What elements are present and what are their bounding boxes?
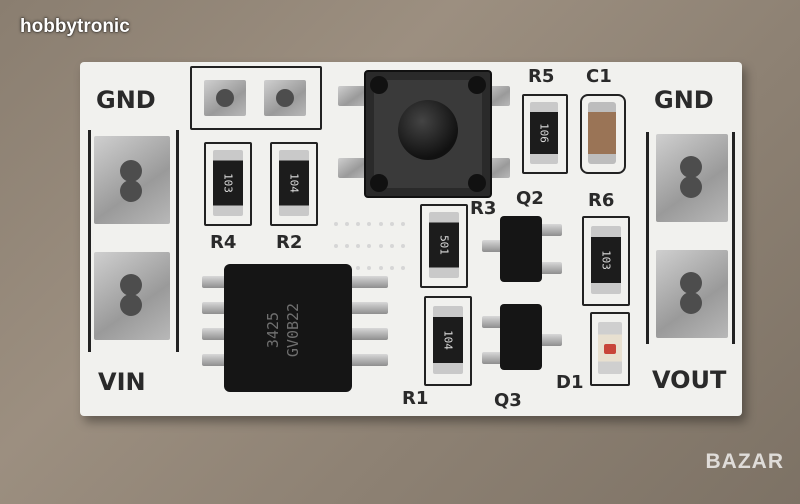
label-r6: R6 bbox=[588, 190, 615, 211]
hole bbox=[680, 176, 702, 198]
resistor-r5: 106 bbox=[530, 102, 558, 164]
hole bbox=[216, 89, 234, 107]
ic-pin bbox=[202, 354, 228, 366]
r6-outline: 103 bbox=[582, 216, 630, 306]
led-die bbox=[604, 344, 616, 354]
r4-outline: 103 bbox=[204, 142, 252, 226]
resistor-r3: 501 bbox=[429, 212, 459, 278]
jumper-outline bbox=[190, 66, 322, 130]
ic-sop8: 3425 GV0B22 bbox=[224, 264, 352, 392]
silk-bracket-right bbox=[646, 132, 649, 344]
resistor-r1: 104 bbox=[433, 306, 463, 374]
r1-outline: 104 bbox=[424, 296, 472, 386]
hole bbox=[120, 274, 142, 296]
pad-vin bbox=[94, 252, 170, 340]
switch-leg bbox=[338, 158, 366, 178]
pad-gnd-out bbox=[656, 134, 728, 222]
ic-pin bbox=[202, 302, 228, 314]
label-vout: VOUT bbox=[652, 366, 727, 394]
label-gnd-left: GND bbox=[96, 86, 156, 114]
label-c1: C1 bbox=[586, 66, 612, 87]
resistor-r4: 103 bbox=[213, 150, 243, 216]
ic-pin bbox=[202, 328, 228, 340]
pad-gnd-in bbox=[94, 136, 170, 224]
switch-peg bbox=[468, 174, 486, 192]
c1-outline bbox=[580, 94, 626, 174]
ic-pin bbox=[348, 302, 388, 314]
q2-leg bbox=[538, 224, 562, 236]
r5-outline: 106 bbox=[522, 94, 568, 174]
label-r2: R2 bbox=[276, 232, 303, 253]
ic-pin bbox=[348, 328, 388, 340]
resistor-r6: 103 bbox=[591, 226, 621, 294]
ic-marking: 3425 GV0B22 bbox=[264, 302, 302, 358]
r1-code: 104 bbox=[441, 330, 455, 350]
r3-code: 501 bbox=[437, 235, 451, 255]
r4-code: 103 bbox=[221, 173, 235, 193]
label-r4: R4 bbox=[210, 232, 237, 253]
silk-bracket-right-inner bbox=[732, 132, 735, 344]
r6-code: 103 bbox=[599, 250, 613, 270]
capacitor-c1 bbox=[588, 102, 616, 164]
transistor-q3 bbox=[500, 304, 542, 370]
switch-button[interactable] bbox=[398, 100, 458, 160]
label-vin: VIN bbox=[98, 368, 146, 396]
resistor-r2: 104 bbox=[279, 150, 309, 216]
hole bbox=[120, 294, 142, 316]
switch-peg bbox=[370, 174, 388, 192]
hole bbox=[680, 272, 702, 294]
switch-peg bbox=[370, 76, 388, 94]
hole bbox=[120, 160, 142, 182]
ic-pin bbox=[348, 276, 388, 288]
silk-bracket-left bbox=[88, 130, 91, 352]
watermark-bazar: BAZAR bbox=[705, 450, 784, 473]
led-d1 bbox=[598, 322, 622, 374]
label-r5: R5 bbox=[528, 66, 555, 87]
label-q3: Q3 bbox=[494, 390, 522, 411]
label-q2: Q2 bbox=[516, 188, 544, 209]
tactile-switch[interactable] bbox=[364, 70, 492, 198]
q3-leg bbox=[538, 334, 562, 346]
q2-leg bbox=[538, 262, 562, 274]
r2-outline: 104 bbox=[270, 142, 318, 226]
d1-outline bbox=[590, 312, 630, 386]
label-r1: R1 bbox=[402, 388, 429, 409]
label-gnd-right: GND bbox=[654, 86, 714, 114]
switch-leg bbox=[338, 86, 366, 106]
jumper-pad-left bbox=[204, 80, 246, 116]
jumper-pad-right bbox=[264, 80, 306, 116]
pad-vout bbox=[656, 250, 728, 338]
label-r3: R3 bbox=[470, 198, 497, 219]
r2-code: 104 bbox=[287, 173, 301, 193]
hole bbox=[680, 156, 702, 178]
pcb-board: GND VIN GND VOUT 103 R4 104 bbox=[80, 62, 742, 416]
hole bbox=[276, 89, 294, 107]
r5-code: 106 bbox=[537, 123, 551, 143]
hole bbox=[680, 292, 702, 314]
switch-peg bbox=[468, 76, 486, 94]
hole bbox=[120, 180, 142, 202]
r3-outline: 501 bbox=[420, 204, 468, 288]
ic-pin bbox=[202, 276, 228, 288]
silk-bracket-left-inner bbox=[176, 130, 179, 352]
watermark-hobbytronic: hobbytronic bbox=[20, 16, 130, 37]
ic-pin bbox=[348, 354, 388, 366]
transistor-q2 bbox=[500, 216, 542, 282]
label-d1: D1 bbox=[556, 372, 584, 393]
